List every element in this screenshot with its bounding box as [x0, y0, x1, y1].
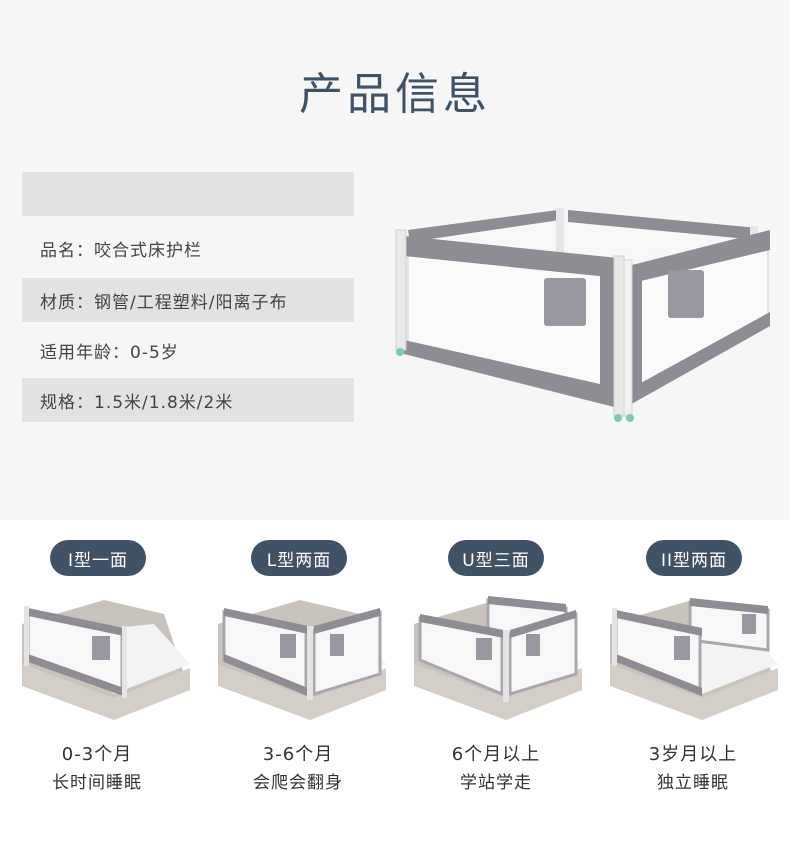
type-badge-ii: II型两面	[646, 540, 742, 576]
age-label-i: 0-3个月	[61, 744, 133, 765]
l-type-fence-image	[218, 600, 386, 720]
spec-row-size: 规格：1.5米/1.8米/2米	[22, 378, 354, 422]
bed-fence-product-image	[395, 208, 770, 422]
type-badge-i: I型一面	[50, 540, 146, 576]
age-label-u: 6个月以上	[451, 744, 541, 765]
i-type-fence-image	[22, 600, 190, 720]
age-label-ii: 3岁月以上	[648, 744, 738, 765]
ii-type-fence-image	[610, 598, 778, 720]
type-badge-l: L型两面	[251, 540, 347, 576]
spec-row-name: 品名：咬合式床护栏	[40, 240, 202, 261]
spec-row-material: 材质：钢管/工程塑料/阳离子布	[22, 278, 354, 322]
usage-label-ii: 独立睡眠	[657, 773, 729, 793]
age-label-l: 3-6个月	[262, 744, 334, 765]
usage-label-u: 学站学走	[460, 773, 532, 793]
usage-label-l: 会爬会翻身	[253, 773, 343, 793]
usage-label-i: 长时间睡眠	[52, 773, 142, 793]
spec-row-blank	[22, 172, 354, 216]
spec-row-age: 适用年龄：0-5岁	[40, 342, 179, 363]
type-badge-u: U型三面	[448, 540, 544, 576]
page-title: 产品信息	[299, 69, 491, 120]
u-type-fence-image	[414, 596, 582, 720]
